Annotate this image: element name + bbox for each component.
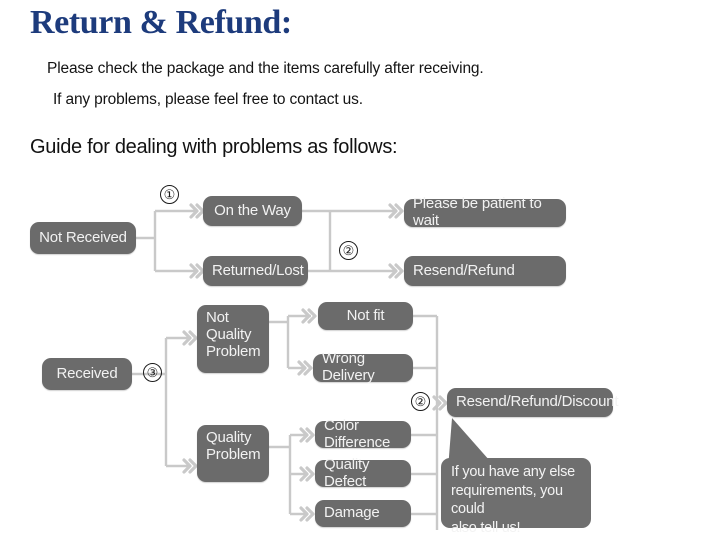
arrowhead-color-difference [299,427,315,443]
arrowhead-quality-problem [182,458,198,474]
arrowhead-resend-refund [388,263,404,279]
node-resend-refund-discount[interactable]: Resend/Refund/Discount [447,388,619,417]
callout-bubble: If you have any else requirements, you c… [441,458,591,536]
node-on-the-way[interactable]: On the Way [203,196,302,226]
arrowhead-returned-lost [189,263,205,279]
node-returned-lost[interactable]: Returned/Lost [203,256,308,286]
node-not-received[interactable]: Not Received [30,222,136,254]
node-please-be-patient-to-wait[interactable]: Please be patient to wait [404,195,566,229]
arrowhead-not-quality-problem [182,330,198,346]
arrowhead-resend-refund-discount [432,395,448,411]
node-quality-problem[interactable]: Quality Problem [197,425,269,482]
node-quality-defect[interactable]: Quality Defect [315,456,411,489]
page-title: Return & Refund: [30,4,292,41]
node-resend-refund[interactable]: Resend/Refund [404,256,566,286]
intro-line-1: Please check the package and the items c… [47,60,484,77]
node-damage[interactable]: Damage [315,500,411,527]
arrowhead-damage [299,506,315,522]
intro-line-2: If any problems, please feel free to con… [53,91,363,108]
step-marker-1: ① [160,185,179,204]
arrowhead-please-be-patient [388,203,404,219]
arrowhead-not-fit [301,308,317,324]
arrowhead-on-the-way [189,203,205,219]
node-wrong-delivery[interactable]: Wrong Delivery [313,350,413,384]
node-not-fit[interactable]: Not fit [318,302,413,330]
node-received[interactable]: Received [42,358,132,390]
node-color-difference[interactable]: Color Difference [315,417,411,450]
arrowhead-quality-defect [299,466,315,482]
step-marker-2-top: ② [339,241,358,260]
node-not-quality-problem[interactable]: Not Quality Problem [197,305,269,373]
step-marker-3: ③ [143,363,162,382]
guide-heading: Guide for dealing with problems as follo… [30,136,398,158]
arrowhead-wrong-delivery [297,360,313,376]
step-marker-2-bottom: ② [411,392,430,411]
